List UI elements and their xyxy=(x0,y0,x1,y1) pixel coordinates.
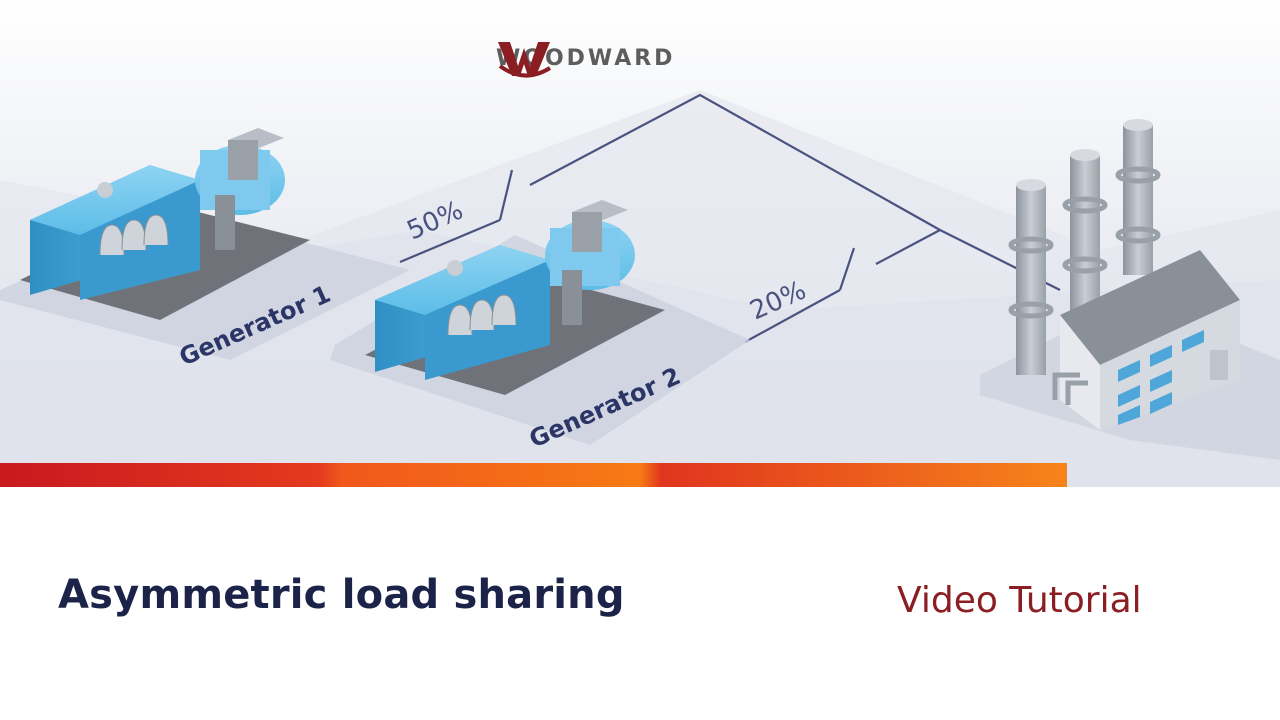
brand: WOODWARD xyxy=(496,36,675,80)
factory-pipes xyxy=(1052,372,1088,405)
generator-2-exhaust-pipes xyxy=(447,294,517,336)
generator-1: Generator 1 50% xyxy=(0,128,468,371)
chimney-top xyxy=(1070,149,1100,161)
chimney xyxy=(1016,185,1046,375)
chimney-rings xyxy=(1008,166,1161,319)
generator-1-cabinet xyxy=(228,140,258,180)
factory-door xyxy=(1210,350,1228,380)
chimney xyxy=(1123,125,1153,275)
switch-generator-1 xyxy=(498,169,514,221)
accent-bar xyxy=(0,463,1067,487)
line-generator-1 xyxy=(399,218,501,264)
generator-1-control-box xyxy=(215,195,235,250)
factory-windows xyxy=(1118,330,1204,425)
diagram-scene: Generator 1 50% xyxy=(0,0,1280,487)
bus-lines xyxy=(399,93,1061,343)
line-generator-2 xyxy=(744,289,841,343)
generator-2-control-box xyxy=(562,270,582,325)
chimney xyxy=(1070,155,1100,315)
line-branch xyxy=(875,229,941,265)
chimney-top xyxy=(1123,119,1153,131)
generator-2-cap xyxy=(447,260,463,276)
woodward-w-logo-icon xyxy=(498,42,552,78)
load-sharing-diagram: Generator 1 50% xyxy=(0,90,1280,487)
generator-1-exhaust-pipes xyxy=(99,214,169,256)
generator-2-engine-top xyxy=(375,245,550,315)
factory-roof xyxy=(1060,250,1240,365)
chimney-top xyxy=(1016,179,1046,191)
page-title: Asymmetric load sharing xyxy=(58,572,625,618)
generator-2-cabinet xyxy=(572,212,602,252)
factory-icon xyxy=(980,119,1280,460)
factory-chimneys xyxy=(1008,119,1161,375)
generator-1-cap xyxy=(97,182,113,198)
bus-line-main xyxy=(529,93,1061,291)
switch-generator-2 xyxy=(838,247,856,291)
page-subtitle: Video Tutorial xyxy=(897,580,1142,621)
generator-1-engine-top xyxy=(30,165,200,235)
